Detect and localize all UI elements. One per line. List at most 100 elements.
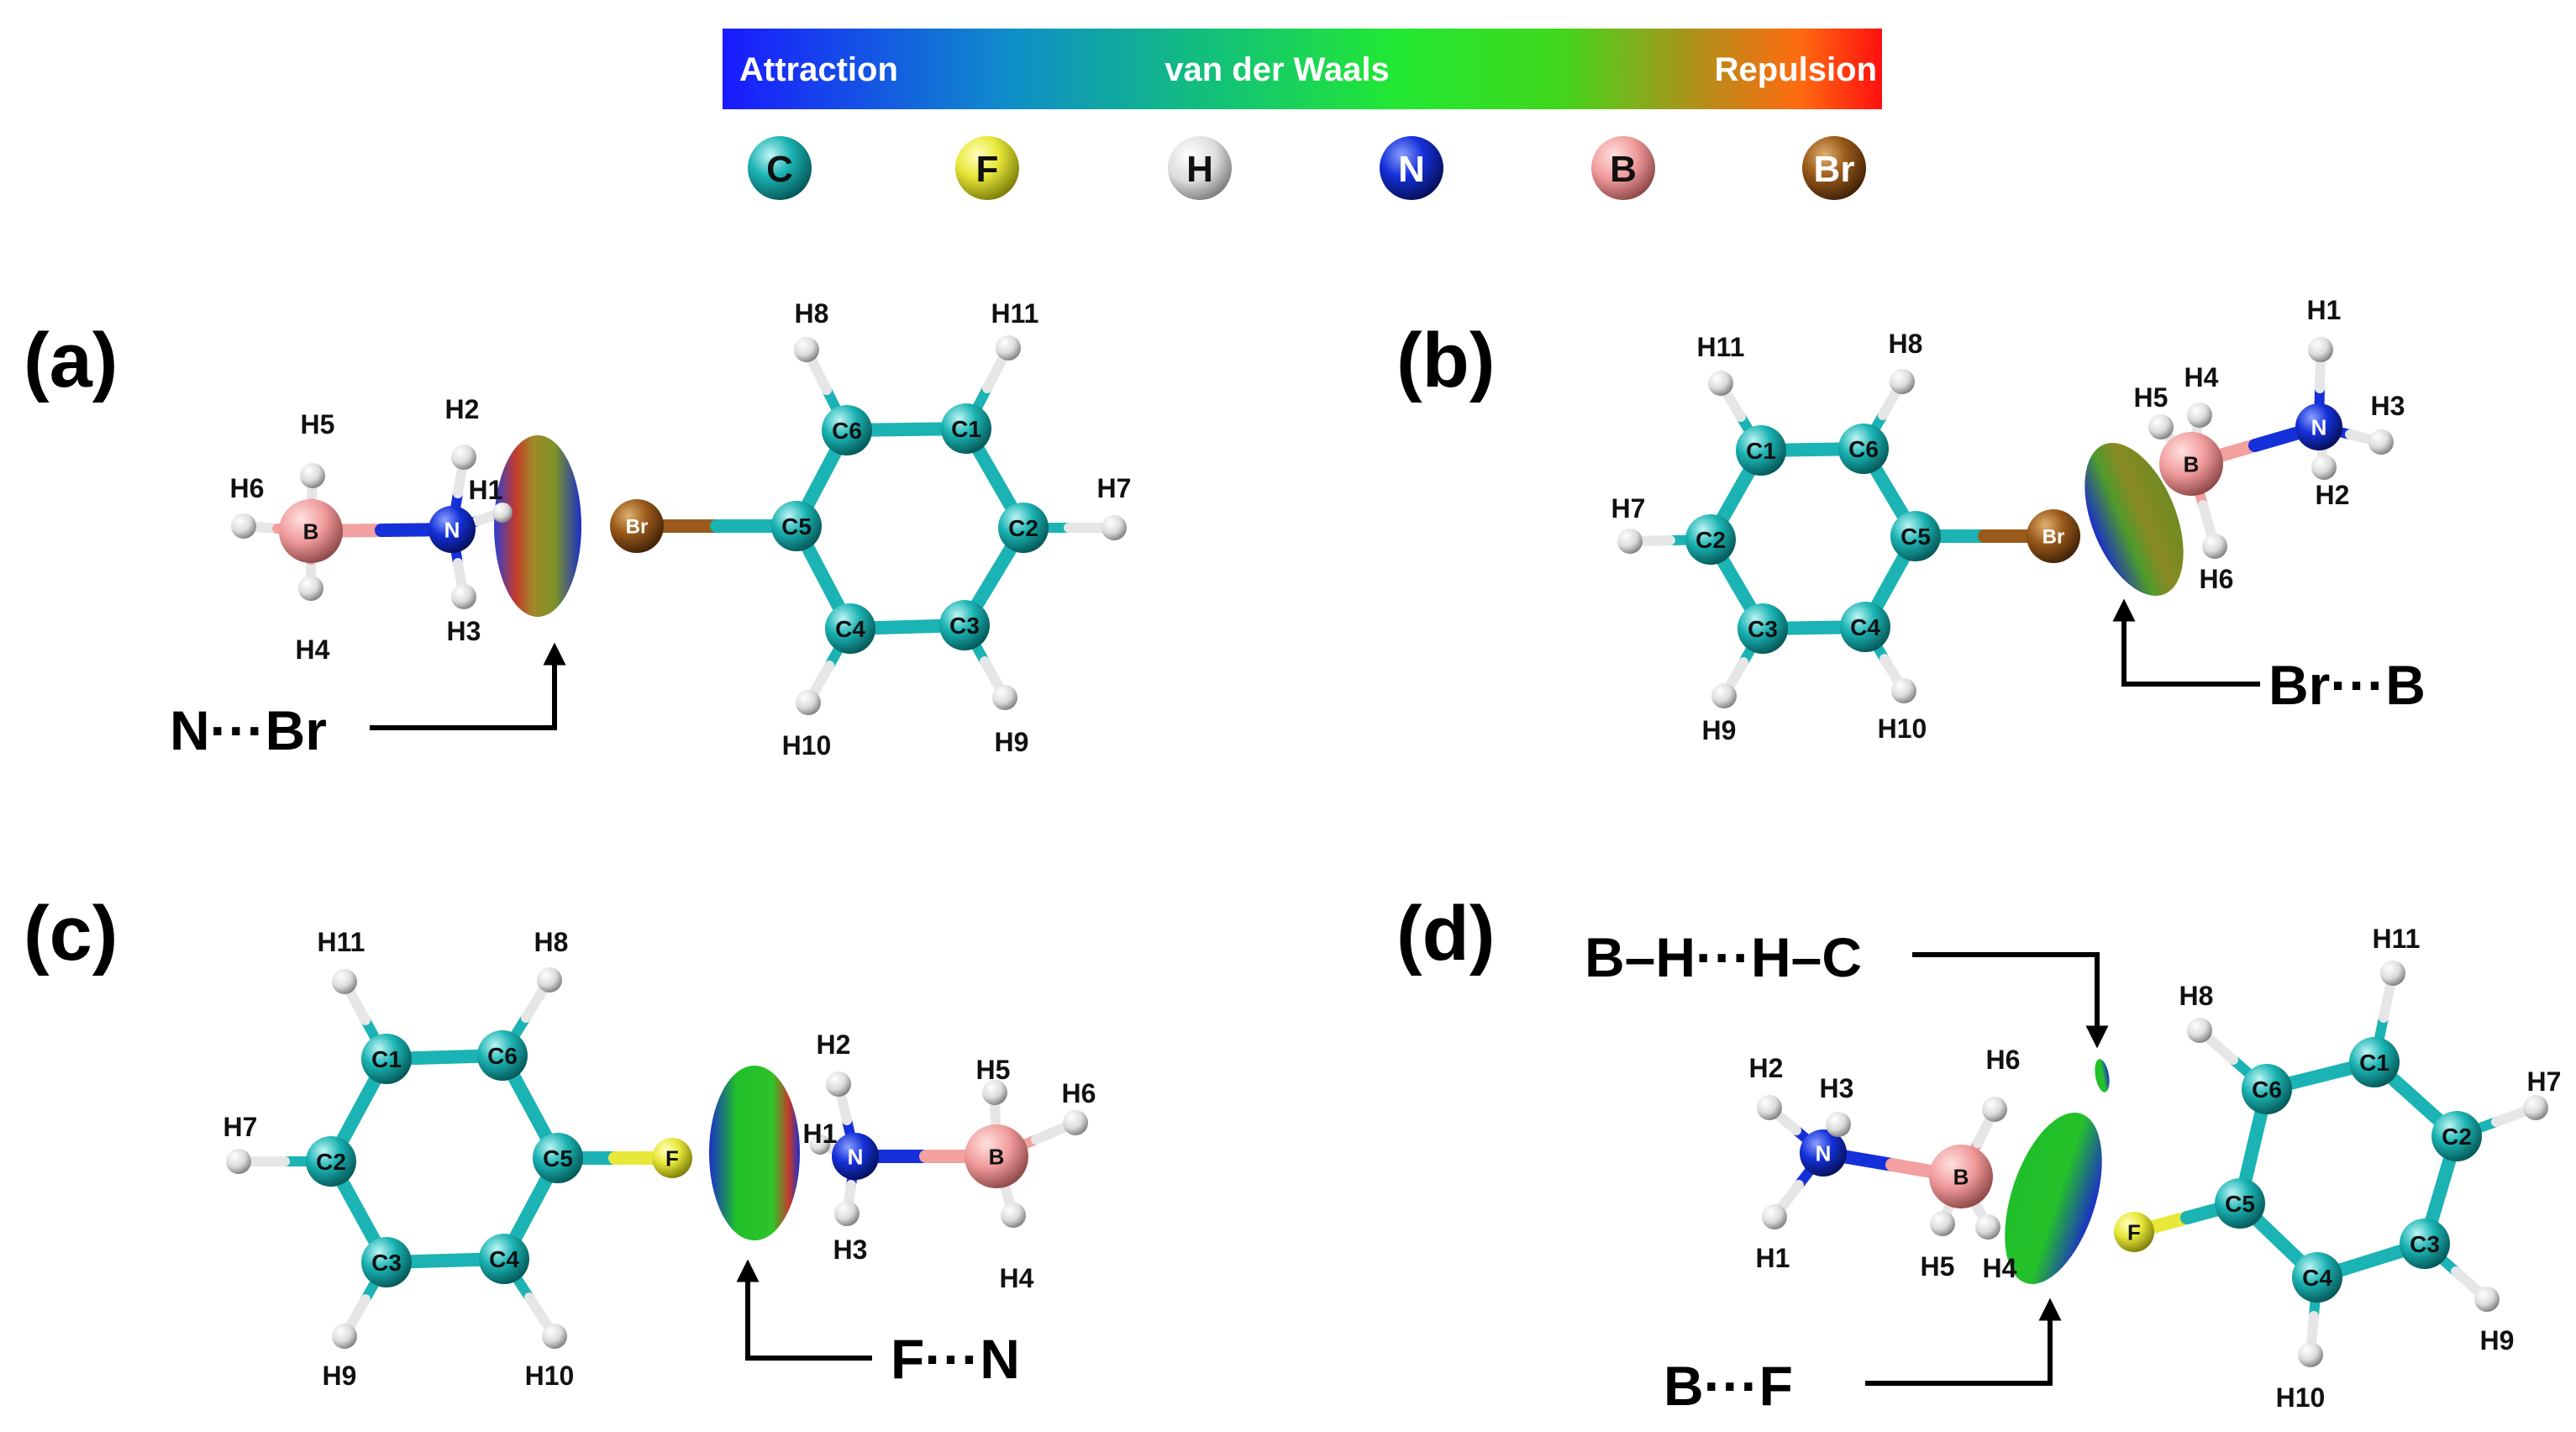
atom-c6 bbox=[822, 405, 872, 455]
h-label-h10: H10 bbox=[2276, 1382, 2326, 1413]
atom-h5 bbox=[1930, 1211, 1955, 1236]
interaction-label: B···F bbox=[1664, 1355, 1793, 1417]
atom-label-f: F bbox=[665, 1145, 679, 1171]
atom-label-c2: C2 bbox=[1008, 515, 1038, 541]
atom-h2 bbox=[451, 445, 476, 470]
atom-label-br: Br bbox=[2042, 526, 2065, 549]
h-label-h4: H4 bbox=[1000, 1263, 1034, 1293]
h-label-h9: H9 bbox=[323, 1361, 357, 1391]
atom-c1 bbox=[361, 1034, 412, 1084]
atom-c2 bbox=[1685, 514, 1736, 565]
legend-atom-n-ball bbox=[1380, 136, 1443, 200]
atom-h7 bbox=[226, 1149, 251, 1174]
atom-label-c6: C6 bbox=[1848, 436, 1879, 462]
panel-label-d: (d) bbox=[1396, 891, 1495, 977]
atom-h1 bbox=[2308, 337, 2333, 362]
atom-h8 bbox=[794, 337, 819, 362]
h-label-h4: H4 bbox=[1983, 1253, 2017, 1283]
atom-label-f: F bbox=[2127, 1219, 2141, 1245]
atom-h10 bbox=[2298, 1342, 2323, 1367]
atom-h10 bbox=[542, 1324, 567, 1349]
atom-h3 bbox=[1826, 1112, 1851, 1137]
atom-label-c3: C3 bbox=[371, 1250, 402, 1276]
atom-label-c3: C3 bbox=[949, 613, 980, 639]
h-label-h10: H10 bbox=[525, 1361, 575, 1391]
interaction-arrow bbox=[1865, 1298, 2062, 1386]
legend-atom-b-label: B bbox=[1610, 149, 1637, 190]
atom-c3 bbox=[2400, 1219, 2450, 1269]
h-label-h2: H2 bbox=[817, 1029, 851, 1060]
atom-label-c6: C6 bbox=[832, 418, 862, 444]
legend-atom-br-ball bbox=[1802, 136, 1866, 200]
h-label-h11: H11 bbox=[318, 927, 365, 957]
atom-h2 bbox=[1757, 1095, 1782, 1120]
legend-atom-f-ball bbox=[955, 136, 1019, 200]
atom-b bbox=[279, 499, 343, 563]
atom-c2 bbox=[998, 503, 1049, 553]
h-label-h3: H3 bbox=[1820, 1073, 1854, 1103]
legend-attraction-label: Attraction bbox=[739, 51, 898, 88]
interaction-arrow bbox=[2112, 598, 2260, 687]
atom-h10 bbox=[1891, 678, 1916, 703]
h-label-h11: H11 bbox=[991, 298, 1039, 329]
h-label-h5: H5 bbox=[2134, 382, 2169, 413]
atom-h10 bbox=[796, 690, 821, 715]
atom-h4 bbox=[298, 576, 323, 601]
atom-label-c5: C5 bbox=[781, 513, 812, 540]
h-label-h5: H5 bbox=[976, 1055, 1011, 1085]
atom-c1 bbox=[941, 403, 991, 454]
h-label-h1: H1 bbox=[803, 1119, 838, 1149]
h-label-h10: H10 bbox=[1878, 713, 1927, 744]
atom-h7 bbox=[1101, 515, 1127, 540]
atom-h4 bbox=[1001, 1203, 1026, 1228]
h-label-h7: H7 bbox=[1611, 493, 1646, 524]
atom-c1 bbox=[1736, 425, 1786, 476]
legend-atom-c-ball bbox=[748, 136, 812, 200]
h-label-h9: H9 bbox=[995, 727, 1029, 757]
atom-h8 bbox=[537, 967, 562, 992]
atom-h2 bbox=[826, 1071, 851, 1097]
atom-label-c3: C3 bbox=[1748, 616, 1778, 642]
atom-br bbox=[2027, 509, 2080, 563]
h-label-h5: H5 bbox=[1921, 1251, 1955, 1282]
legend-atom-c-label: C bbox=[766, 149, 793, 190]
panel-label-b: (b) bbox=[1396, 318, 1495, 403]
atom-f bbox=[652, 1138, 692, 1178]
h-label-h4: H4 bbox=[2184, 362, 2219, 392]
panel-label-c: (c) bbox=[24, 891, 118, 977]
atom-label-c5: C5 bbox=[543, 1145, 573, 1171]
atom-c5 bbox=[1890, 511, 1941, 561]
atom-c3 bbox=[361, 1237, 412, 1287]
h-label-h7: H7 bbox=[223, 1112, 258, 1142]
atom-c1 bbox=[2349, 1037, 2400, 1087]
atom-h6 bbox=[1063, 1110, 1088, 1135]
interaction-arrow bbox=[736, 1259, 872, 1361]
atom-h4 bbox=[1975, 1214, 2000, 1240]
atom-n bbox=[428, 506, 476, 553]
atom-f bbox=[2114, 1212, 2154, 1252]
atom-label-c4: C4 bbox=[489, 1246, 519, 1272]
atom-c2 bbox=[2431, 1111, 2482, 1161]
atom-c4 bbox=[825, 603, 875, 654]
legend-atom-b-ball bbox=[1591, 136, 1655, 200]
h-label-h10: H10 bbox=[782, 730, 832, 761]
legend-atom-n-label: N bbox=[1398, 149, 1425, 190]
atom-n bbox=[2295, 403, 2342, 450]
atom-h1 bbox=[492, 503, 513, 523]
atom-label-c2: C2 bbox=[316, 1149, 346, 1175]
h-label-h7: H7 bbox=[1097, 473, 1132, 503]
atom-label-b: B bbox=[2184, 451, 2200, 476]
isosurface-b-f bbox=[2005, 1113, 2102, 1284]
h-label-h2: H2 bbox=[1749, 1053, 1784, 1083]
h-label-h4: H4 bbox=[296, 634, 330, 665]
h-label-h6: H6 bbox=[1062, 1078, 1096, 1108]
atom-label-c5: C5 bbox=[2225, 1191, 2255, 1217]
h-label-h3: H3 bbox=[833, 1235, 868, 1265]
legend-repulsion-label: Repulsion bbox=[1715, 51, 1877, 88]
h-label-h6: H6 bbox=[2200, 564, 2234, 594]
atom-b bbox=[1929, 1145, 1993, 1208]
atom-c2 bbox=[306, 1136, 356, 1187]
h-label-h1: H1 bbox=[2307, 295, 2342, 325]
